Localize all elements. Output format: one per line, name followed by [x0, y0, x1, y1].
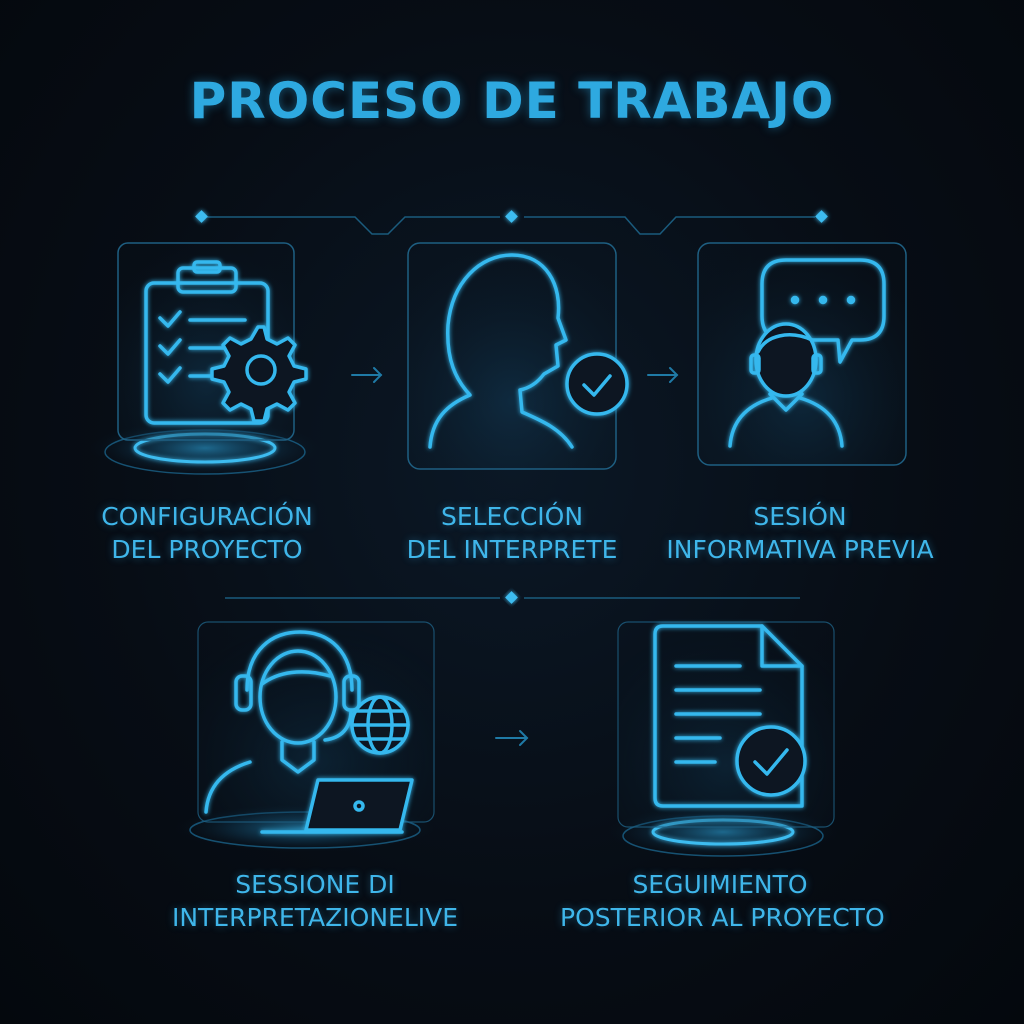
arrow-2-3 — [647, 367, 679, 383]
person-check-icon — [428, 253, 629, 449]
step-3-label-line1: SESIÓN — [753, 502, 847, 531]
step-3-label-line2: INFORMATIVA PREVIA — [666, 535, 934, 564]
step-1-label-line2: DEL PROYECTO — [111, 535, 303, 564]
diagram-title: PROCESO DE TRABAJO — [189, 72, 835, 130]
step-4-label-line1: SESSIONE DI — [235, 870, 395, 899]
step-1-card — [90, 242, 320, 476]
step-5-label-line1: SEGUIMIENTO — [632, 870, 808, 899]
step-4-label: SESSIONE DI INTERPRETAZIONELIVE — [160, 868, 470, 934]
step-1-label: CONFIGURACIÓN DEL PROYECTO — [62, 500, 352, 566]
step-3-card — [697, 242, 907, 466]
step-5-label-line2: POSTERIOR AL PROYECTO — [560, 903, 885, 932]
step-4-card — [175, 621, 435, 852]
step-4-label-line2: INTERPRETAZIONELIVE — [171, 903, 459, 932]
step-5-card — [608, 621, 838, 858]
top-connector — [205, 216, 815, 235]
step-1-label-line1: CONFIGURACIÓN — [101, 502, 313, 531]
row-divider — [225, 591, 800, 604]
step-3-label: SESIÓN INFORMATIVA PREVIA — [655, 500, 945, 566]
document-check-icon — [653, 624, 807, 808]
arrow-1-2 — [351, 367, 383, 383]
clipboard-gear-icon — [144, 260, 308, 425]
step-2-card — [407, 242, 629, 470]
person-speech-bubble-icon — [728, 258, 886, 448]
headset-globe-laptop-icon — [204, 630, 414, 834]
step-5-label: SEGUIMIENTO POSTERIOR AL PROYECTO — [560, 868, 885, 934]
step-2-label: SELECCIÓN DEL INTERPRETE — [367, 500, 657, 566]
arrow-4-5 — [495, 730, 529, 746]
step-2-label-line1: SELECCIÓN — [440, 502, 584, 531]
step-2-label-line2: DEL INTERPRETE — [406, 535, 618, 564]
